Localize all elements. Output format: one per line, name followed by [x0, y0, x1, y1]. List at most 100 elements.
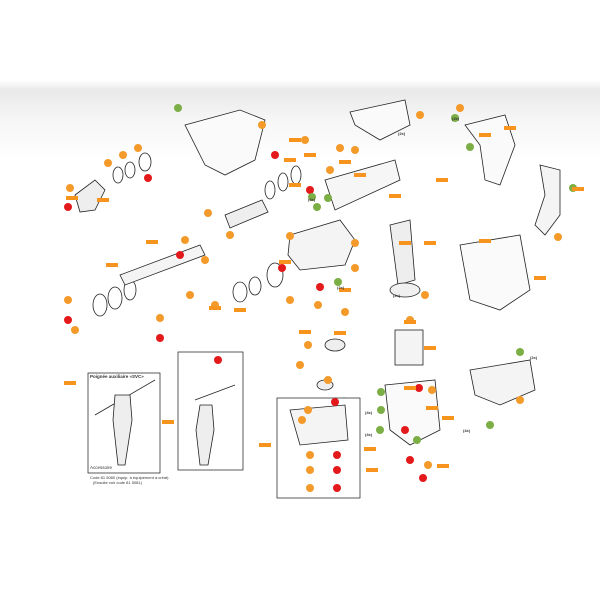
part-number-label	[284, 158, 296, 162]
part-number-label	[364, 447, 376, 451]
callout-marker	[308, 193, 316, 201]
quantity-multiplier: (2x)	[337, 285, 345, 290]
part-number-label	[424, 346, 436, 350]
callout-marker	[401, 426, 409, 434]
part-number-label	[146, 240, 158, 244]
quantity-multiplier: (4x)	[308, 197, 316, 202]
callout-marker	[301, 136, 309, 144]
part-number-label	[299, 330, 311, 334]
side-handle-grip	[534, 164, 561, 236]
part-number-label	[442, 416, 454, 420]
part-number-label	[572, 187, 584, 191]
main-housing	[459, 234, 531, 311]
callout-marker	[156, 314, 164, 322]
part-number-label	[66, 196, 78, 200]
part-number-label	[106, 263, 118, 267]
callout-marker	[406, 456, 414, 464]
part-number-label	[399, 241, 411, 245]
accessory-note-1: Code 81 5080 (équip. à équipement à créa…	[90, 475, 169, 480]
part-number-label	[97, 198, 109, 202]
callout-marker	[104, 159, 112, 167]
callout-marker	[516, 348, 524, 356]
callout-marker	[516, 396, 524, 404]
callout-marker	[341, 308, 349, 316]
callout-marker	[333, 466, 341, 474]
part-number-label	[426, 406, 438, 410]
callout-marker	[554, 233, 562, 241]
armature	[389, 219, 416, 286]
handle-cover	[349, 99, 411, 141]
callout-marker	[333, 451, 341, 459]
part-number-label	[334, 331, 346, 335]
callout-marker	[204, 209, 212, 217]
part-number-label	[162, 420, 174, 424]
part-number-label	[534, 276, 546, 280]
callout-marker	[314, 301, 322, 309]
gear-housing-part	[184, 109, 266, 176]
accessory-footer: Accessoire	[90, 465, 113, 470]
callout-marker	[466, 143, 474, 151]
part-number-label	[279, 260, 291, 264]
callout-marker	[176, 251, 184, 259]
callout-marker	[351, 239, 359, 247]
callout-marker	[304, 341, 312, 349]
callout-marker	[333, 484, 341, 492]
callout-marker	[186, 291, 194, 299]
callout-marker	[316, 283, 324, 291]
fan-part	[389, 282, 421, 298]
callout-marker	[306, 466, 314, 474]
callout-marker	[286, 232, 294, 240]
callout-marker	[306, 484, 314, 492]
callout-marker	[304, 406, 312, 414]
part-number-label	[339, 160, 351, 164]
callout-marker	[416, 111, 424, 119]
quantity-multiplier: (2x)	[398, 131, 406, 136]
callout-marker	[66, 184, 74, 192]
callout-marker	[278, 264, 286, 272]
quantity-multiplier: (4x)	[365, 410, 373, 415]
chisel-holder-part	[74, 179, 106, 213]
callout-marker	[271, 151, 279, 159]
part-number-label	[424, 241, 436, 245]
part-number-label	[389, 194, 401, 198]
stator	[394, 329, 424, 366]
callout-marker	[214, 356, 222, 364]
callout-marker	[226, 231, 234, 239]
sleeve-parts	[92, 152, 302, 317]
bearing-housing	[384, 379, 441, 446]
part-number-label	[304, 153, 316, 157]
callout-marker	[331, 398, 339, 406]
callout-marker	[313, 203, 321, 211]
callout-marker	[201, 256, 209, 264]
callout-marker	[156, 334, 164, 342]
callout-marker	[144, 174, 152, 182]
part-number-label	[479, 239, 491, 243]
part-number-label	[234, 308, 246, 312]
part-number-label	[504, 126, 516, 130]
callout-marker	[64, 203, 72, 211]
callout-marker	[377, 406, 385, 414]
part-number-label	[436, 178, 448, 182]
rear-handle	[464, 114, 516, 186]
callout-marker	[413, 436, 421, 444]
callout-marker	[181, 236, 189, 244]
callout-marker	[334, 278, 342, 286]
callout-marker	[174, 104, 182, 112]
spindle-shaft	[119, 244, 206, 286]
callout-marker	[336, 144, 344, 152]
part-number-label	[209, 306, 221, 310]
part-number-label	[64, 381, 76, 385]
callout-marker	[64, 316, 72, 324]
part-number-label	[437, 464, 449, 468]
callout-marker	[351, 146, 359, 154]
callout-marker	[324, 376, 332, 384]
callout-marker	[306, 186, 314, 194]
callout-marker	[64, 296, 72, 304]
motor-housing	[287, 219, 356, 271]
bottom-cover	[469, 359, 536, 406]
callout-marker	[376, 426, 384, 434]
quantity-multiplier: (3x)	[452, 116, 460, 121]
callout-marker	[419, 474, 427, 482]
callout-marker	[377, 388, 385, 396]
